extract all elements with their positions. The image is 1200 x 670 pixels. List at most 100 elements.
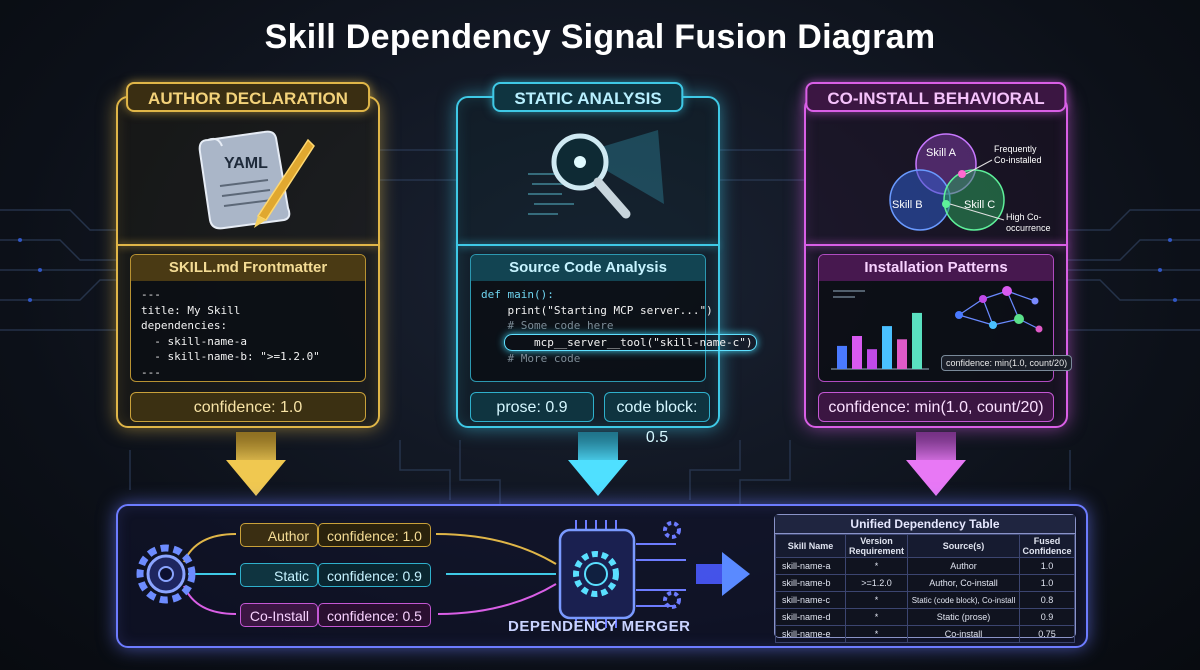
static-analysis-panel: STATIC ANALYSIS Source Code Analysis def… <box>456 82 757 446</box>
column-header: Fused Confidence <box>1019 534 1075 558</box>
table-cell: >=1.2.0 <box>845 574 908 592</box>
mini-bar <box>882 326 892 369</box>
subbox-title: Installation Patterns <box>819 255 1053 281</box>
yaml-code-block: --- title: My Skill dependencies: - skill-… <box>131 281 365 386</box>
mini-bar-chart <box>831 290 929 370</box>
code-line: - skill-name-b: ">=1.2.0" <box>141 350 320 363</box>
source-confidence: confidence: 0.9 <box>318 563 431 587</box>
gear-icon <box>136 544 196 604</box>
panel-label-static: STATIC ANALYSIS <box>492 82 684 112</box>
code-line: print("Starting MCP server...") <box>481 303 713 317</box>
co-install-behavioral-panel: CO-INSTALL BEHAVIORAL Skill A Skill B Sk… <box>804 82 1073 428</box>
table-cell: * <box>845 608 908 626</box>
panel-divider <box>458 244 718 246</box>
panel-label-coinstall: CO-INSTALL BEHAVIORAL <box>805 82 1067 112</box>
venn-note-2a: High Co- <box>1006 212 1042 222</box>
code-line: --- <box>141 288 161 301</box>
venn-note-2b: occurrence <box>1006 223 1051 233</box>
code-line: title: My Skill <box>141 303 241 317</box>
coinstall-confidence-badge: confidence: min(1.0, count/20) <box>818 392 1054 422</box>
magnifier-code-icon <box>528 130 664 219</box>
table-cell: * <box>845 557 908 575</box>
table-cell: skill-name-e <box>775 625 846 643</box>
table-cell: 0.75 <box>1019 625 1075 643</box>
column-header: Version Requirement <box>845 534 908 558</box>
table-cell: * <box>845 625 908 643</box>
source-name: Static <box>240 563 318 587</box>
table-cell: 1.0 <box>1019 574 1075 592</box>
chip-gear-icon <box>558 520 636 628</box>
installation-patterns-box: Installation Patterns confidence: min(1.… <box>818 254 1073 382</box>
code-line: --- <box>141 365 161 379</box>
mini-bar <box>912 312 922 369</box>
panel-divider <box>806 244 1066 246</box>
dependency-table: Skill Name Version Requirement Source(s)… <box>775 534 1075 643</box>
table-cell: * <box>845 591 908 609</box>
mini-bar <box>897 339 907 369</box>
source-confidence: confidence: 1.0 <box>318 523 431 547</box>
source-code-analysis-box: Source Code Analysis def main(): print("… <box>470 254 757 382</box>
panel-label-author: AUTHOR DECLARATION <box>126 82 370 112</box>
source-name: Author <box>240 523 318 547</box>
mini-bar <box>852 336 862 369</box>
source-confidence: confidence: 0.5 <box>318 603 431 627</box>
author-declaration-panel: AUTHOR DECLARATION YAML SKILL.md Frontma… <box>116 82 380 428</box>
dependency-merger-label: DEPENDENCY MERGER <box>508 618 691 635</box>
venn-note-1b: Co-installed <box>994 155 1042 165</box>
mini-bar <box>867 349 877 369</box>
yaml-label: YAML <box>224 155 268 172</box>
arrow-right-icon <box>696 552 750 596</box>
network-graph-icon <box>955 286 1043 333</box>
formula-chip: confidence: min(1.0, count/20) <box>941 355 1073 371</box>
code-line: - skill-name-a <box>141 334 247 348</box>
table-cell: Static (code block), Co-install <box>907 591 1020 609</box>
merger-connectors <box>136 520 750 628</box>
table-cell: Author, Co-install <box>907 574 1020 592</box>
venn-diagram: Skill A Skill B Skill C Frequently Co-in… <box>889 133 1051 233</box>
python-code-block: def main(): print("Starting MCP server..… <box>471 281 757 373</box>
arrow-down-author <box>226 432 286 496</box>
highlighted-tool-call: mcp__server__tool("skill-name-c") <box>503 333 757 351</box>
code-line: def main(): <box>481 288 554 301</box>
subbox-title: Source Code Analysis <box>471 255 705 281</box>
table-row: skill-name-d*Static (prose)0.9 <box>775 608 1075 626</box>
table-cell: skill-name-d <box>775 608 846 626</box>
venn-label-a: Skill A <box>926 147 957 159</box>
subbox-title: SKILL.md Frontmatter <box>131 255 365 281</box>
table-row: skill-name-c*Static (code block), Co-ins… <box>775 591 1075 609</box>
table-cell: skill-name-b <box>775 574 846 592</box>
venn-label-c: Skill C <box>964 199 995 211</box>
arrow-down-coinstall <box>906 432 966 496</box>
table-cell: 0.8 <box>1019 591 1075 609</box>
venn-note-1a: Frequently <box>994 144 1037 154</box>
author-confidence-badge: confidence: 1.0 <box>130 392 366 422</box>
code-line: # Some code here <box>481 319 614 332</box>
table-cell: skill-name-c <box>775 591 846 609</box>
code-line: # More code <box>481 352 581 365</box>
panel-divider <box>118 244 378 246</box>
arrow-down-static <box>568 432 628 496</box>
yaml-scroll-quill-icon: YAML <box>198 130 315 230</box>
column-header: Source(s) <box>907 534 1020 558</box>
mini-bar <box>837 345 847 369</box>
table-title: Unified Dependency Table <box>775 515 1075 534</box>
small-gear-icon <box>663 521 681 609</box>
column-header: Skill Name <box>775 534 846 558</box>
source-name: Co-Install <box>240 603 318 627</box>
venn-label-b: Skill B <box>892 199 923 211</box>
table-cell: 1.0 <box>1019 557 1075 575</box>
prose-confidence-badge: prose: 0.9 <box>470 392 594 422</box>
table-cell: 0.9 <box>1019 608 1075 626</box>
table-cell: Static (prose) <box>907 608 1020 626</box>
table-cell: Co-install <box>907 625 1020 643</box>
code-block-confidence-badge: code block: 0.5 <box>604 392 710 446</box>
table-cell: Author <box>907 557 1020 575</box>
unified-dependency-table: Unified Dependency Table Skill Name Vers… <box>774 514 1076 643</box>
skill-md-frontmatter-box: SKILL.md Frontmatter --- title: My Skill d… <box>130 254 366 382</box>
table-cell: skill-name-a <box>775 557 846 575</box>
code-line: dependencies: <box>141 319 228 332</box>
